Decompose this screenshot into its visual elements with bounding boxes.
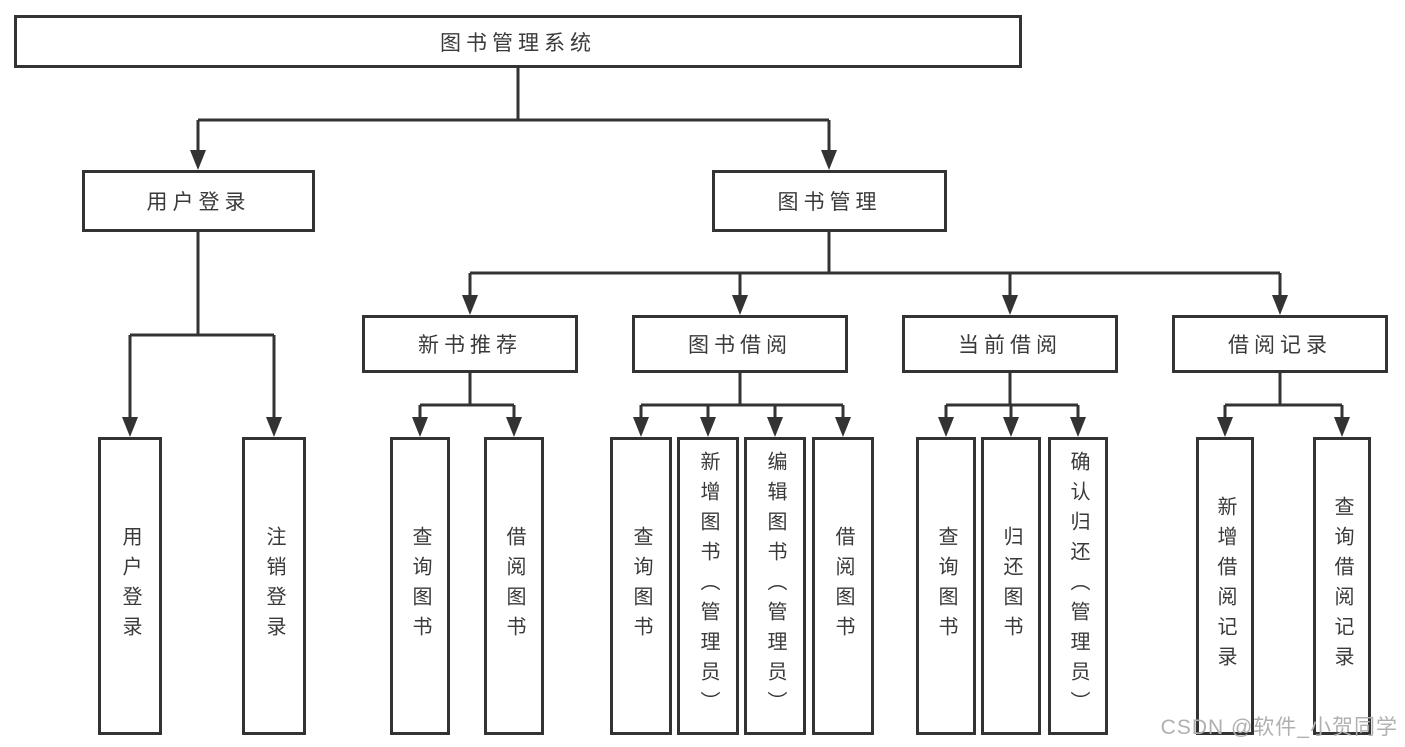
connector-current-borrow-children xyxy=(944,373,1080,419)
arrowheads-borrow-records-children xyxy=(1217,417,1350,437)
leaf-borrow-books-recommend: 借阅图书 xyxy=(484,437,544,735)
connector-book-management-children xyxy=(468,232,1282,297)
leaf-query-borrow-record-label: 查询借阅记录 xyxy=(1331,496,1353,676)
leaf-logout-label: 注销登录 xyxy=(263,526,285,646)
leaf-edit-books-admin-label: 编辑图书（管理员） xyxy=(764,451,786,721)
node-root-system: 图书管理系统 xyxy=(14,15,1022,68)
arrowheads-book-management-children xyxy=(462,295,1288,315)
node-book-management: 图书管理 xyxy=(712,170,947,232)
leaf-borrow-books-borrow-label: 借阅图书 xyxy=(832,526,854,646)
leaf-return-books-label: 归还图书 xyxy=(1000,526,1022,646)
arrowheads-root-to-level2 xyxy=(190,150,837,170)
leaf-add-borrow-record: 新增借阅记录 xyxy=(1196,437,1254,735)
connector-new-book-recommend-children xyxy=(418,373,516,419)
arrowheads-current-borrow-children xyxy=(938,417,1086,437)
connector-borrow-records-children xyxy=(1223,373,1344,419)
connector-book-borrow-children xyxy=(639,373,845,419)
leaf-add-borrow-record-label: 新增借阅记录 xyxy=(1214,496,1236,676)
node-borrow-records: 借阅记录 xyxy=(1172,315,1388,373)
leaf-edit-books-admin: 编辑图书（管理员） xyxy=(744,437,806,735)
leaf-confirm-return-admin: 确认归还（管理员） xyxy=(1048,437,1108,735)
leaf-return-books: 归还图书 xyxy=(981,437,1041,735)
leaf-user-login: 用户登录 xyxy=(98,437,162,735)
leaf-logout: 注销登录 xyxy=(242,437,306,735)
leaf-query-books-recommend: 查询图书 xyxy=(390,437,450,735)
leaf-query-books-recommend-label: 查询图书 xyxy=(409,526,431,646)
arrowheads-book-borrow-children xyxy=(633,417,851,437)
leaf-query-borrow-record: 查询借阅记录 xyxy=(1313,437,1371,735)
leaf-borrow-books-recommend-label: 借阅图书 xyxy=(503,526,525,646)
leaf-query-books-current-label: 查询图书 xyxy=(935,526,957,646)
node-new-book-recommend: 新书推荐 xyxy=(362,315,578,373)
arrowheads-user-login-children xyxy=(122,417,282,437)
connector-user-login-children xyxy=(128,232,276,419)
connector-root-to-level2 xyxy=(196,68,831,152)
node-book-borrow: 图书借阅 xyxy=(632,315,848,373)
leaf-query-books-current: 查询图书 xyxy=(916,437,976,735)
leaf-confirm-return-admin-label: 确认归还（管理员） xyxy=(1067,451,1089,721)
leaf-user-login-label: 用户登录 xyxy=(119,526,141,646)
leaf-borrow-books-borrow: 借阅图书 xyxy=(812,437,874,735)
leaf-add-books-admin: 新增图书（管理员） xyxy=(677,437,739,735)
leaf-query-books-borrow-label: 查询图书 xyxy=(630,526,652,646)
node-current-borrow: 当前借阅 xyxy=(902,315,1118,373)
arrowheads-new-book-recommend-children xyxy=(412,417,522,437)
leaf-query-books-borrow: 查询图书 xyxy=(610,437,672,735)
node-user-login: 用户登录 xyxy=(82,170,315,232)
leaf-add-books-admin-label: 新增图书（管理员） xyxy=(697,451,719,721)
